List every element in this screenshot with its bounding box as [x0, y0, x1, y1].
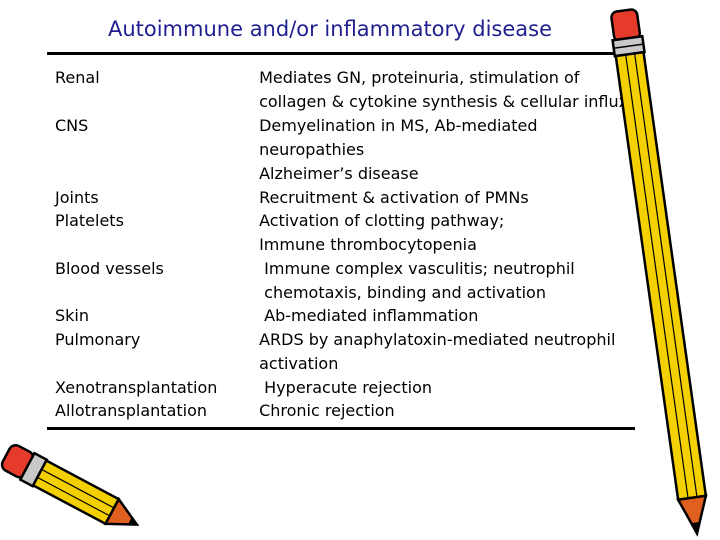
- description-line: Mediates GN, proteinuria, stimulation of: [254, 68, 580, 87]
- description-line: Recruitment & activation of PMNs: [254, 188, 529, 207]
- description-line: Immune complex vasculitis; neutrophil: [254, 259, 575, 278]
- description-line: Demyelination in MS, Ab-mediated: [254, 116, 538, 135]
- label-joints: Joints: [55, 188, 99, 207]
- label-platelets: Platelets: [55, 211, 124, 230]
- pencil-icon-bottom-left: [0, 443, 140, 526]
- slide-title: Autoimmune and/or inflammatory disease: [107, 17, 553, 41]
- description-line: Chronic rejection: [254, 401, 395, 420]
- label-xenotransplantation: Xenotransplantation: [55, 378, 218, 397]
- label-cns: CNS: [55, 116, 89, 135]
- label-renal: Renal: [55, 68, 100, 87]
- description-line: ARDS by anaphylatoxin-mediated neutrophi…: [254, 330, 616, 349]
- description-line: Immune thrombocytopenia: [254, 235, 477, 254]
- description-line: Hyperacute rejection: [254, 378, 432, 397]
- description-line: Activation of clotting pathway;: [254, 211, 505, 230]
- label-pulmonary: Pulmonary: [55, 330, 141, 349]
- description-line: neuropathies: [254, 140, 365, 159]
- label-skin: Skin: [55, 306, 90, 325]
- description-line: Alzheimer’s disease: [254, 164, 419, 183]
- description-line: chemotaxis, binding and activation: [254, 283, 546, 302]
- pencil-icon-right: [610, 8, 708, 537]
- bottom-divider: [47, 427, 635, 430]
- label-blood-vessels: Blood vessels: [55, 259, 164, 278]
- label-allotransplantation: Allotransplantation: [55, 401, 208, 420]
- description-line: Ab-mediated inflammation: [254, 306, 479, 325]
- description-line: activation: [254, 354, 339, 373]
- top-divider: [47, 52, 635, 55]
- description-line: collagen & cytokine synthesis & cellular…: [254, 92, 629, 111]
